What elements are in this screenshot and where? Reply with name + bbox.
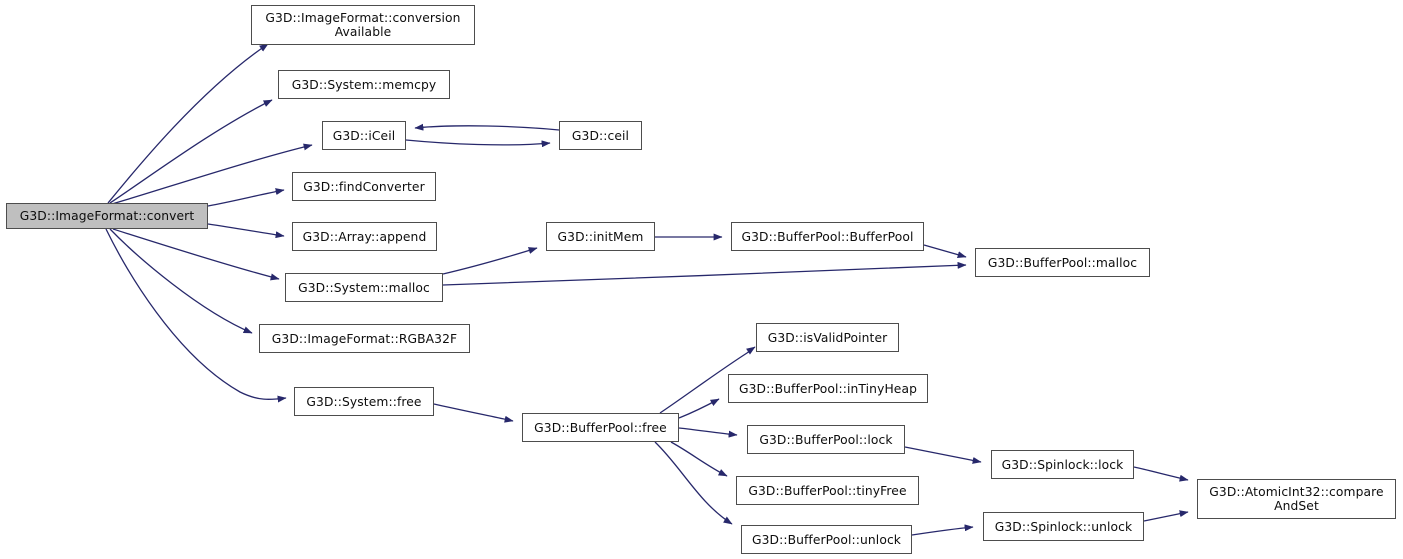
edge-convert-to-systemFree <box>105 228 287 403</box>
graph-node-isValidPointer[interactable]: G3D::isValidPointer <box>756 323 899 352</box>
edge-iCeil-to-ceil <box>405 139 551 148</box>
graph-node-inTinyHeap[interactable]: G3D::BufferPool::inTinyHeap <box>728 374 928 403</box>
graph-node-label: G3D::BufferPool::malloc <box>987 255 1138 270</box>
graph-node-label: G3D::findConverter <box>303 179 425 194</box>
edge-systemMalloc-to-initMem <box>442 247 538 275</box>
edge-convert-to-iCeil <box>111 143 313 205</box>
edge-convert-to-memcpy <box>109 99 273 204</box>
graph-node-label: G3D::ceil <box>571 128 630 143</box>
edge-bufferPoolFree-to-bufferPoolLock <box>678 427 738 438</box>
graph-node-initMem[interactable]: G3D::initMem <box>546 222 655 251</box>
graph-node-label: G3D::Array::append <box>302 229 427 244</box>
graph-node-systemFree[interactable]: G3D::System::free <box>294 387 434 416</box>
graph-node-label: G3D::ImageFormat::convert <box>19 209 195 223</box>
graph-node-label: G3D::BufferPool::tinyFree <box>748 483 907 498</box>
graph-node-bufferPoolCtor[interactable]: G3D::BufferPool::BufferPool <box>731 222 924 251</box>
graph-node-label: G3D::ImageFormat::RGBA32F <box>271 331 458 346</box>
edge-bufferPoolUnlock-to-spinlockUnlock <box>911 524 974 536</box>
graph-node-label: G3D::System::malloc <box>298 280 430 295</box>
graph-node-ceil[interactable]: G3D::ceil <box>559 121 642 150</box>
graph-node-bufferPoolFree[interactable]: G3D::BufferPool::free <box>522 413 679 442</box>
edge-convert-to-conversionAvailable <box>107 43 269 204</box>
graph-node-tinyFree[interactable]: G3D::BufferPool::tinyFree <box>736 476 919 505</box>
graph-node-spinlockUnlock[interactable]: G3D::Spinlock::unlock <box>983 512 1144 541</box>
edge-ceil-to-iCeil <box>414 123 560 131</box>
graph-node-systemMalloc[interactable]: G3D::System::malloc <box>285 273 443 302</box>
edge-systemMalloc-to-bufferPoolMalloc <box>442 261 967 286</box>
graph-node-label: G3D::BufferPool::free <box>534 420 667 435</box>
graph-node-memcpy[interactable]: G3D::System::memcpy <box>278 70 450 99</box>
graph-node-label: G3D::BufferPool::BufferPool <box>741 229 914 244</box>
graph-node-label: G3D::isValidPointer <box>767 330 888 345</box>
edge-spinlockUnlock-to-compareAndSet <box>1143 510 1189 522</box>
graph-node-label: G3D::iCeil <box>332 128 396 143</box>
graph-node-label: G3D::BufferPool::unlock <box>751 532 902 547</box>
graph-node-findConverter[interactable]: G3D::findConverter <box>292 172 436 201</box>
graph-node-bufferPoolMalloc[interactable]: G3D::BufferPool::malloc <box>975 248 1150 277</box>
edge-spinlockLock-to-compareAndSet <box>1133 466 1189 482</box>
graph-node-convert[interactable]: G3D::ImageFormat::convert <box>6 203 208 229</box>
edge-bufferPoolFree-to-inTinyHeap <box>678 398 720 419</box>
graph-node-label: G3D::BufferPool::lock <box>759 432 893 447</box>
graph-node-iCeil[interactable]: G3D::iCeil <box>322 121 406 150</box>
edge-bufferPoolCtor-to-bufferPoolMalloc <box>923 244 967 259</box>
edge-bufferPoolFree-to-tinyFree <box>670 441 728 477</box>
graph-node-rgba32f[interactable]: G3D::ImageFormat::RGBA32F <box>259 324 470 353</box>
edge-systemFree-to-bufferPoolFree <box>433 403 514 423</box>
graph-node-conversionAvailable[interactable]: G3D::ImageFormat::conversion Available <box>251 5 475 45</box>
graph-node-label: G3D::Spinlock::unlock <box>994 519 1133 534</box>
graph-node-label: G3D::ImageFormat::conversion Available <box>265 11 461 39</box>
graph-node-spinlockLock[interactable]: G3D::Spinlock::lock <box>991 450 1134 479</box>
edge-bufferPoolLock-to-spinlockLock <box>904 446 982 464</box>
graph-node-label: G3D::initMem <box>557 229 644 244</box>
edge-convert-to-findConverter <box>207 188 285 207</box>
graph-node-label: G3D::Spinlock::lock <box>1001 457 1124 472</box>
graph-node-bufferPoolLock[interactable]: G3D::BufferPool::lock <box>747 425 905 454</box>
graph-node-compareAndSet[interactable]: G3D::AtomicInt32::compare AndSet <box>1197 479 1396 519</box>
edge-convert-to-systemMalloc <box>112 228 280 281</box>
graph-node-label: G3D::System::memcpy <box>291 77 437 92</box>
graph-node-label: G3D::AtomicInt32::compare AndSet <box>1209 485 1384 513</box>
edge-bufferPoolFree-to-bufferPoolUnlock <box>654 441 733 525</box>
graph-node-label: G3D::BufferPool::inTinyHeap <box>738 381 918 396</box>
graph-node-bufferPoolUnlock[interactable]: G3D::BufferPool::unlock <box>741 525 912 554</box>
graph-node-arrayAppend[interactable]: G3D::Array::append <box>292 222 437 251</box>
graph-node-label: G3D::System::free <box>306 394 422 409</box>
edge-convert-to-rgba32f <box>109 228 253 334</box>
edge-convert-to-arrayAppend <box>207 223 285 239</box>
